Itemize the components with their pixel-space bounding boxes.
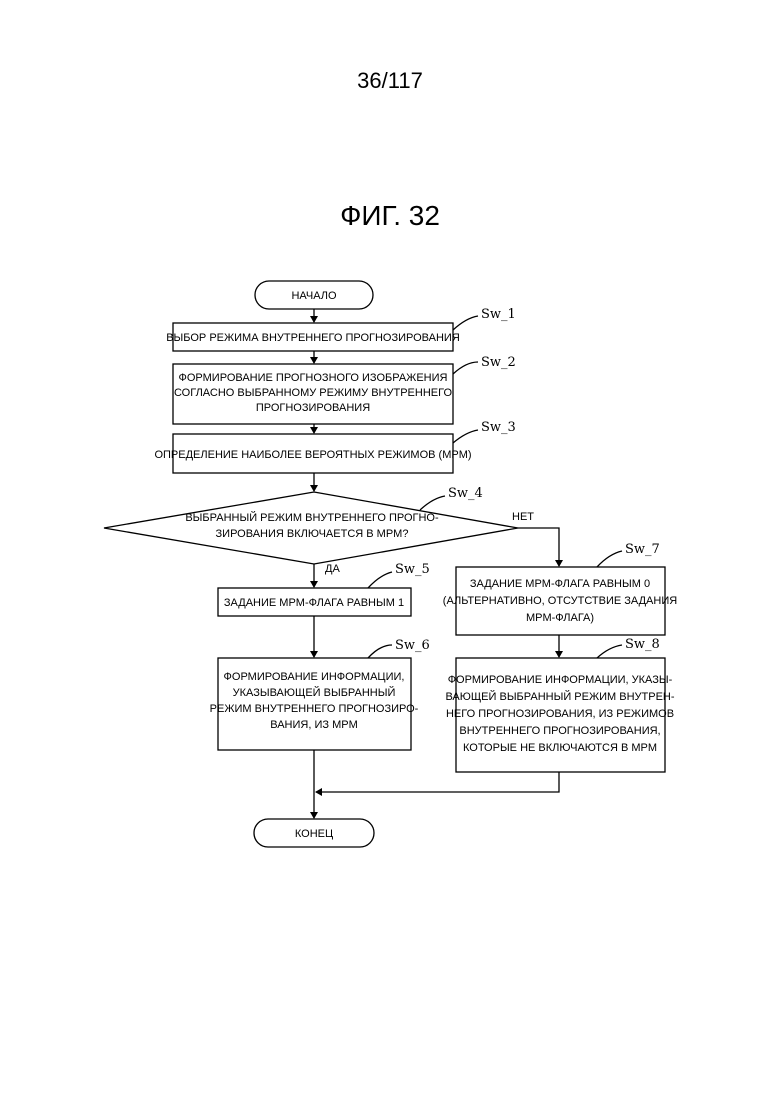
step-sw8-line-4: ВНУТРЕННЕГО ПРОГНОЗИРОВАНИЯ, bbox=[459, 725, 660, 737]
step-sw1-text: ВЫБОР РЕЖИМА ВНУТРЕННЕГО ПРОГНОЗИРОВАНИЯ bbox=[166, 332, 460, 344]
step-sw2-line-2: СОГЛАСНО ВЫБРАННОМУ РЕЖИМУ ВНУТРЕННЕГО bbox=[174, 387, 452, 399]
step-sw2-line-1: ФОРМИРОВАНИЕ ПРОГНОЗНОГО ИЗОБРАЖЕНИЯ bbox=[179, 372, 448, 384]
step-sw2-line-3: ПРОГНОЗИРОВАНИЯ bbox=[256, 402, 370, 414]
step-sw5-text: ЗАДАНИЕ MPM-ФЛАГА РАВНЫМ 1 bbox=[224, 597, 404, 609]
step-sw8-leader bbox=[597, 645, 622, 658]
step-sw5-ref: Sw_5 bbox=[395, 562, 430, 577]
arrow-sw8-merge bbox=[316, 772, 559, 792]
decision-no-label: НЕТ bbox=[512, 511, 534, 523]
step-sw8-line-5: КОТОРЫЕ НЕ ВКЛЮЧАЮТСЯ В MPM bbox=[463, 742, 657, 754]
step-sw2-ref: Sw_2 bbox=[481, 355, 516, 370]
step-sw8-line-3: НЕГО ПРОГНОЗИРОВАНИЯ, ИЗ РЕЖИМОВ bbox=[446, 708, 674, 720]
step-sw8-line-2: ВАЮЩЕЙ ВЫБРАННЫЙ РЕЖИМ ВНУТРЕН- bbox=[445, 690, 674, 703]
start-label: НАЧАЛО bbox=[291, 290, 337, 302]
step-sw7-line-3: MPM-ФЛАГА) bbox=[526, 612, 594, 624]
step-sw3-leader bbox=[453, 430, 478, 443]
step-sw6-ref: Sw_6 bbox=[395, 638, 430, 653]
decision-sw4-line-1: ВЫБРАННЫЙ РЕЖИМ ВНУТРЕННЕГО ПРОГНО- bbox=[185, 511, 439, 524]
step-sw3-text: ОПРЕДЕЛЕНИЕ НАИБОЛЕЕ ВЕРОЯТНЫХ РЕЖИМОВ (… bbox=[154, 449, 471, 461]
step-sw6-line-3: РЕЖИМ ВНУТРЕННЕГО ПРОГНОЗИРО- bbox=[210, 703, 419, 715]
step-sw8-ref: Sw_8 bbox=[625, 637, 660, 652]
step-sw6-line-1: ФОРМИРОВАНИЕ ИНФОРМАЦИИ, bbox=[224, 671, 405, 683]
step-sw6-line-4: ВАНИЯ, ИЗ MPM bbox=[270, 719, 357, 731]
step-sw3-ref: Sw_3 bbox=[481, 420, 516, 435]
arrow-sw4-no bbox=[518, 528, 559, 566]
decision-sw4-ref: Sw_4 bbox=[448, 486, 483, 501]
step-sw5-leader bbox=[368, 572, 392, 588]
step-sw7-line-1: ЗАДАНИЕ MPM-ФЛАГА РАВНЫМ 0 bbox=[470, 578, 650, 590]
step-sw7-ref: Sw_7 bbox=[625, 542, 660, 557]
step-sw1-leader bbox=[453, 316, 478, 330]
step-sw1-ref: Sw_1 bbox=[481, 307, 516, 322]
decision-sw4-leader bbox=[420, 496, 445, 510]
step-sw8-line-1: ФОРМИРОВАНИЕ ИНФОРМАЦИИ, УКАЗЫ- bbox=[448, 674, 673, 686]
step-sw7-leader bbox=[597, 551, 622, 567]
step-sw2-leader bbox=[453, 362, 478, 374]
decision-sw4-line-2: ЗИРОВАНИЯ ВКЛЮЧАЕТСЯ В MPM? bbox=[216, 528, 409, 540]
step-sw7-line-2: (АЛЬТЕРНАТИВНО, ОТСУТСТВИЕ ЗАДАНИЯ bbox=[443, 595, 677, 607]
end-label: КОНЕЦ bbox=[295, 828, 333, 840]
decision-yes-label: ДА bbox=[325, 563, 340, 575]
step-sw6-line-2: УКАЗЫВАЮЩЕЙ ВЫБРАННЫЙ bbox=[233, 686, 396, 699]
step-sw6-leader bbox=[368, 645, 392, 658]
